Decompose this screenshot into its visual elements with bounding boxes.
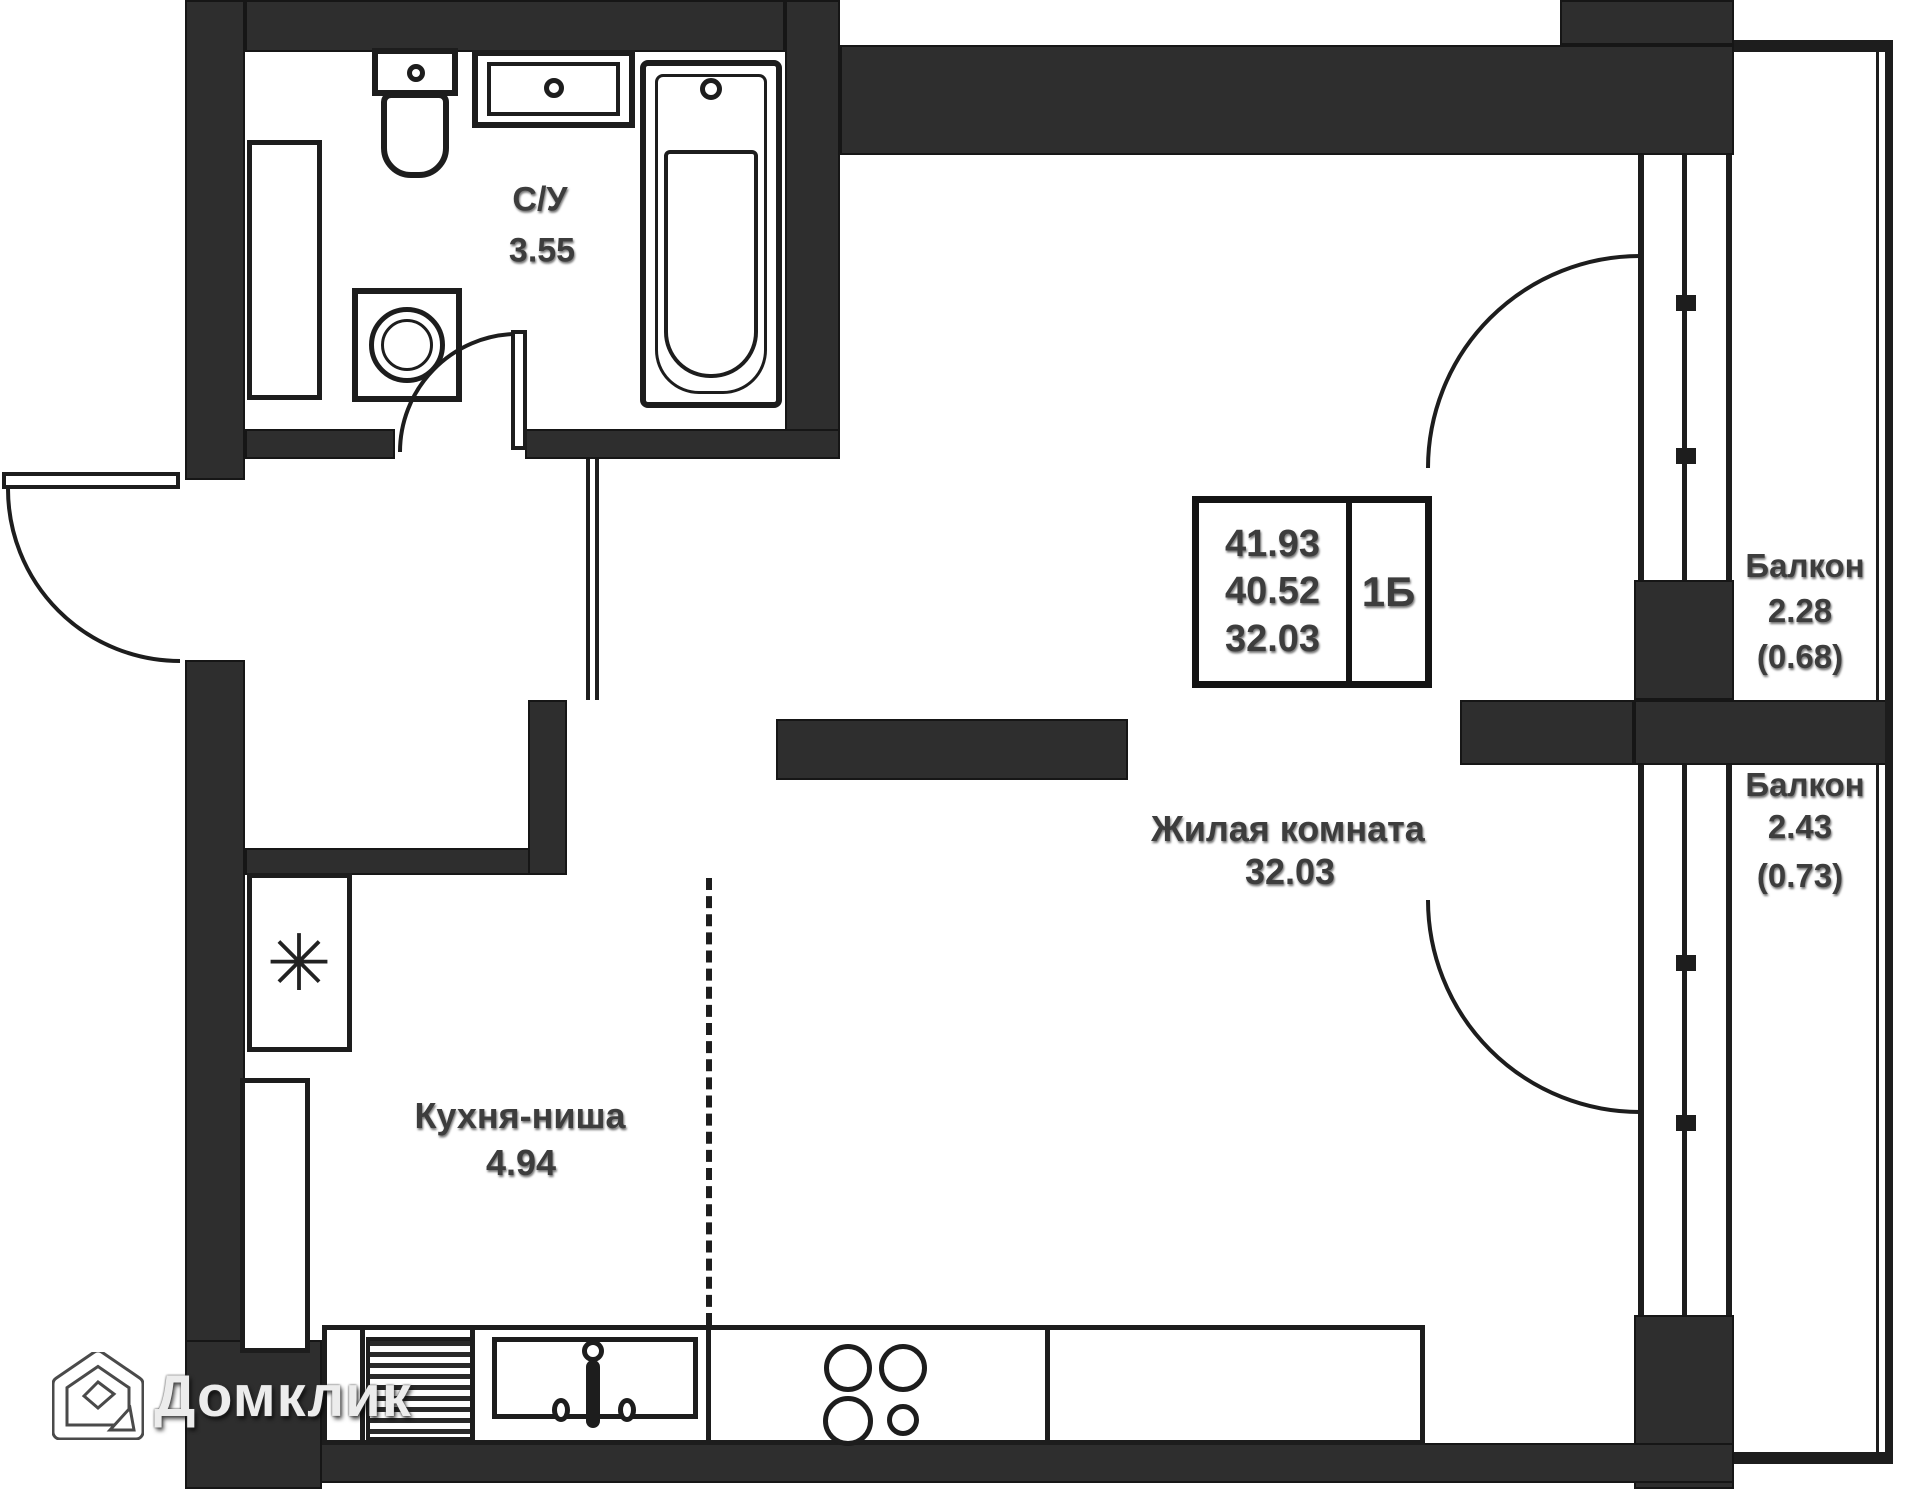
wall-bottom: [185, 1443, 1734, 1483]
entry-door-arc: [6, 488, 181, 663]
wall: [1460, 700, 1634, 765]
domclick-logo: Домклик: [52, 1352, 412, 1440]
bathroom-door-leaf: [511, 330, 527, 450]
room-label-balcony-2: Балкон: [1745, 766, 1865, 803]
window-frame: [1682, 765, 1687, 1315]
wall: [185, 0, 245, 480]
wall: [245, 848, 565, 875]
room-area-reduced-balcony-1: (0.68): [1756, 638, 1844, 675]
bathtub-basin: [664, 150, 758, 378]
window-mullion: [1676, 295, 1696, 311]
wall: [840, 45, 1734, 155]
balcony-door-arc-lower: [1426, 899, 1641, 1114]
wall-niche: [240, 1078, 310, 1353]
wall: [785, 0, 840, 459]
room-area-living: 32.03: [1244, 851, 1336, 892]
snowflake-icon: ✳: [266, 919, 332, 1007]
kitchen-faucet-head: [582, 1340, 604, 1362]
stove-burner: [824, 1344, 872, 1392]
wall-balcony-divider: [1634, 700, 1893, 765]
room-area-balcony-2: 2.43: [1767, 808, 1833, 845]
reduced-area: 40.52: [1224, 570, 1321, 613]
window-frame: [1638, 765, 1644, 1315]
toilet-button: [407, 64, 425, 82]
area-stamp-values: 41.93 40.52 32.03: [1199, 503, 1352, 681]
wall: [528, 700, 567, 875]
balcony-door-arc-upper: [1426, 254, 1641, 469]
window-mullion: [1676, 1115, 1696, 1131]
kitchen-counter: [322, 1325, 1425, 1445]
counter-divider: [706, 1330, 711, 1440]
window-mullion: [1676, 955, 1696, 971]
doorway-jamb: [586, 459, 590, 700]
area-stamp: 41.93 40.52 32.03 1Б: [1192, 496, 1432, 688]
room-label-balcony-1: Балкон: [1745, 547, 1865, 584]
apartment-type: 1Б: [1361, 568, 1416, 615]
balcony-rail-inner: [1876, 765, 1879, 1452]
room-area-balcony-1: 2.28: [1767, 592, 1833, 629]
room-area-bathroom: 3.55: [508, 231, 576, 270]
sink-faucet: [544, 78, 564, 98]
window-mullion: [1676, 448, 1696, 464]
counter-divider: [360, 1330, 365, 1440]
kitchen-faucet-stem: [586, 1360, 600, 1428]
total-area: 41.93: [1224, 522, 1321, 565]
kitchen-faucet-handle: [618, 1398, 636, 1422]
washing-machine-drum-inner: [381, 319, 433, 371]
wall: [185, 1340, 322, 1489]
doorway-jamb: [595, 459, 599, 700]
kitchen-faucet-handle: [552, 1398, 570, 1422]
room-area-kitchen: 4.94: [485, 1142, 557, 1183]
brand-name: Домклик: [154, 1363, 412, 1429]
wall-partition: [776, 719, 1128, 780]
bathroom-sink-basin: [487, 62, 620, 116]
vent-shaft: [247, 140, 322, 400]
window-frame: [1726, 155, 1732, 580]
house-icon: [52, 1352, 144, 1440]
balcony-top-edge: [1734, 40, 1893, 52]
stove-burner: [823, 1396, 873, 1446]
window-frame: [1638, 155, 1644, 580]
counter-divider: [1045, 1330, 1050, 1440]
room-label-bathroom: С/У: [512, 180, 568, 219]
wall: [1634, 580, 1734, 700]
room-label-kitchen: Кухня-ниша: [414, 1095, 626, 1136]
wall: [245, 0, 785, 52]
living-area: 32.03: [1224, 617, 1321, 660]
balcony-rail: [1885, 40, 1893, 1464]
toilet-bowl: [381, 92, 449, 178]
kitchen-niche-boundary: [706, 878, 712, 1325]
window-frame: [1726, 765, 1732, 1315]
balcony-rail-inner: [1876, 52, 1879, 700]
wall: [245, 429, 395, 459]
wall: [525, 429, 840, 459]
bathtub-faucet: [700, 78, 722, 100]
wall: [1560, 0, 1734, 45]
room-label-living: Жилая комната: [1151, 808, 1425, 849]
entry-door-leaf: [2, 472, 180, 489]
room-area-reduced-balcony-2: (0.73): [1756, 857, 1844, 894]
stove-burner: [879, 1344, 927, 1392]
window-frame: [1682, 155, 1687, 580]
fridge-niche: [247, 873, 352, 1052]
balcony-bottom-edge: [1734, 1452, 1893, 1464]
stove-burner: [887, 1404, 919, 1436]
dishwasher: [366, 1337, 474, 1441]
